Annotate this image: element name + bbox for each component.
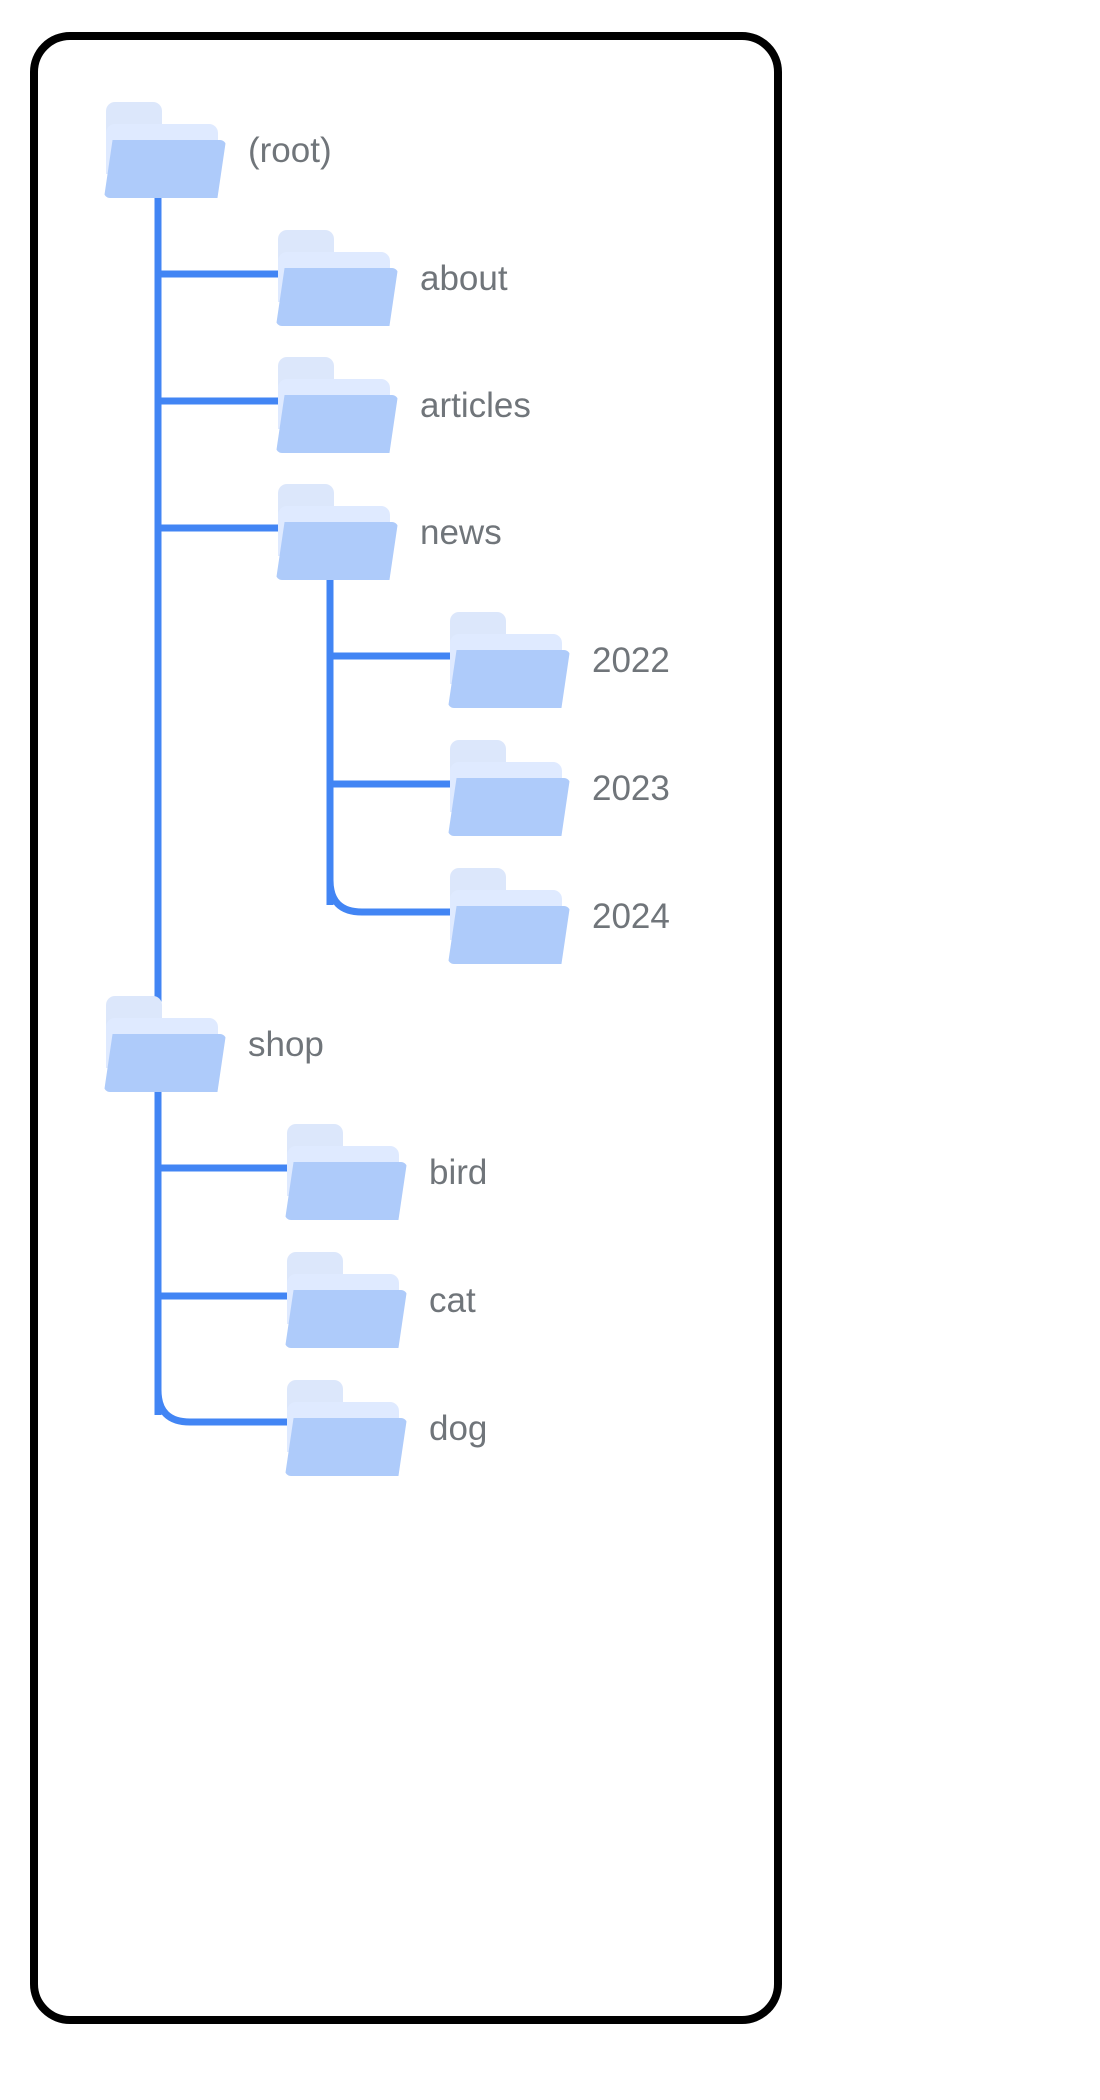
folder-front-icon (285, 1418, 407, 1476)
tree-node-news[interactable]: news (276, 484, 502, 580)
folder-icon (285, 1252, 407, 1348)
folder-icon (104, 996, 226, 1092)
folder-front-icon (276, 395, 398, 453)
folder-icon (448, 868, 570, 964)
tree-node-2024[interactable]: 2024 (448, 868, 670, 964)
tree-node-label: (root) (248, 130, 332, 170)
folder-front-icon (285, 1162, 407, 1220)
folder-icon (276, 230, 398, 326)
folder-icon (448, 740, 570, 836)
tree-node-label: shop (248, 1024, 324, 1064)
connector-news-2024 (326, 879, 452, 916)
folder-icon (285, 1380, 407, 1476)
folder-front-icon (276, 522, 398, 580)
tree-node-label: about (420, 258, 508, 298)
tree-node-shop[interactable]: shop (104, 996, 324, 1092)
folder-front-icon (448, 906, 570, 964)
folder-icon (285, 1124, 407, 1220)
tree-node-label: bird (429, 1152, 488, 1192)
connector-shop-dog (154, 1389, 290, 1426)
tree-node-cat[interactable]: cat (285, 1252, 476, 1348)
tree-node-about[interactable]: about (276, 230, 508, 326)
folder-icon (276, 484, 398, 580)
tree-node-articles[interactable]: articles (276, 357, 531, 453)
tree-node-label: dog (429, 1408, 488, 1448)
folder-icon (104, 102, 226, 198)
tree-node-label: 2023 (592, 768, 670, 808)
tree-node-2023[interactable]: 2023 (448, 740, 670, 836)
folder-front-icon (104, 1034, 226, 1092)
tree-node-label: articles (420, 385, 531, 425)
tree-node-bird[interactable]: bird (285, 1124, 487, 1220)
folder-front-icon (448, 650, 570, 708)
folder-front-icon (285, 1290, 407, 1348)
tree-node-root[interactable]: (root) (104, 102, 332, 198)
folder-icon (276, 357, 398, 453)
tree-node-2022[interactable]: 2022 (448, 612, 670, 708)
tree-node-dog[interactable]: dog (285, 1380, 487, 1476)
tree-node-label: 2022 (592, 640, 670, 680)
tree-node-label: news (420, 512, 502, 552)
tree-node-label: cat (429, 1280, 476, 1320)
folder-front-icon (448, 778, 570, 836)
folder-icon (448, 612, 570, 708)
folder-front-icon (104, 140, 226, 198)
folder-front-icon (276, 268, 398, 326)
tree-node-label: 2024 (592, 896, 670, 936)
